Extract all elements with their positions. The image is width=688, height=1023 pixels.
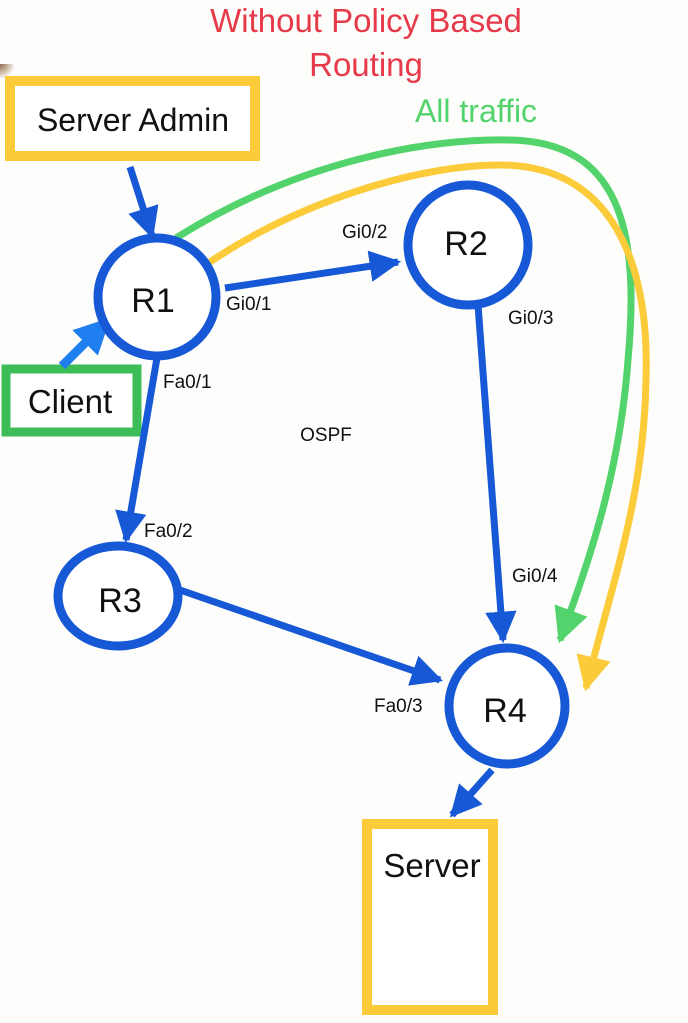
link-server-admin-r1 (126, 165, 159, 240)
router-r1-label: R1 (131, 282, 174, 320)
server-box (362, 819, 498, 1015)
interface-r4-fa03: Fa0/3 (374, 696, 423, 717)
router-r2-label: R2 (444, 225, 487, 263)
router-r2: R2 (403, 180, 533, 310)
server-label: Server (383, 847, 480, 884)
photo-corner-shadow (0, 64, 14, 78)
link-r3-r4 (178, 586, 443, 686)
interface-r1-gi01: Gi0/1 (226, 294, 271, 315)
ospf-label: OSPF (300, 425, 352, 446)
green-traffic-path (174, 136, 635, 644)
title-line-2: Routing (309, 46, 423, 83)
title-line-1: Without Policy Based (210, 2, 522, 39)
yellow-traffic-path (202, 161, 650, 692)
router-r4: R4 (444, 643, 570, 769)
server-admin-label: Server Admin (37, 102, 229, 138)
link-r1-r3 (115, 351, 162, 544)
link-r4-server (449, 767, 495, 818)
client-box (1, 364, 142, 437)
interface-r4-gi04: Gi0/4 (512, 566, 558, 587)
server-admin-box (5, 76, 260, 161)
all-traffic-label: All traffic (415, 93, 537, 129)
interface-r2-gi03: Gi0/3 (508, 308, 553, 329)
interface-r3-fa02: Fa0/2 (144, 521, 193, 542)
client-label: Client (28, 383, 112, 420)
link-r2-r4 (474, 304, 517, 644)
router-r3: R3 (53, 541, 183, 651)
router-r1: R1 (93, 233, 221, 361)
interface-r1-fa01: Fa0/1 (163, 372, 212, 393)
router-r3-label: R3 (98, 582, 141, 620)
link-client-r1 (58, 316, 112, 370)
interface-r2-gi02: Gi0/2 (342, 222, 387, 243)
link-r1-r2 (224, 250, 402, 292)
router-r4-label: R4 (483, 692, 526, 730)
